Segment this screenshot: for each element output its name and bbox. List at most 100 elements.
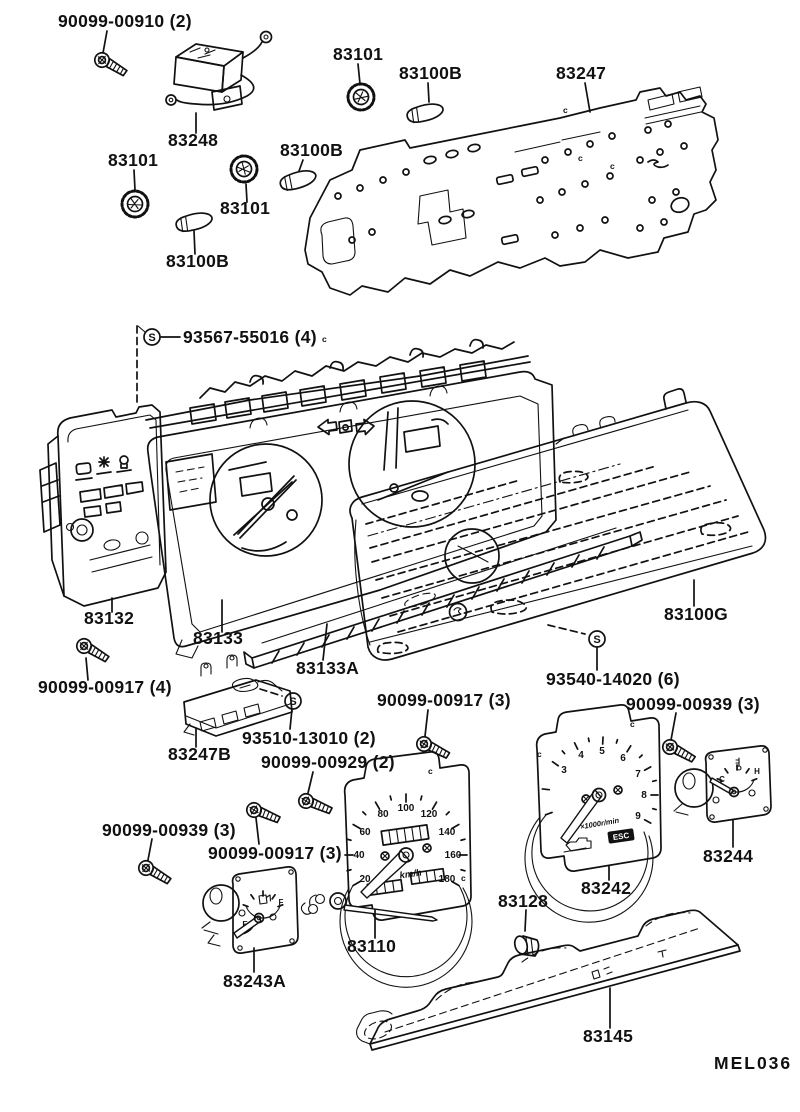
leader <box>133 169 136 191</box>
leader <box>424 709 429 737</box>
reference-marks: c c c c c c c c <box>322 105 635 883</box>
tachometer-83242: 3 4 5 6 7 8 9 ×1000r/min ESC <box>524 704 662 923</box>
screw-icon <box>296 791 335 816</box>
ref-mark: c <box>630 719 635 729</box>
speedo-number: 80 <box>377 809 389 820</box>
speedo-number: 160 <box>445 850 462 861</box>
screw-icon <box>135 857 175 886</box>
leader <box>524 909 527 932</box>
part-label: 90099-00917 (4) <box>38 677 172 697</box>
part-label: 83243A <box>223 971 286 991</box>
diagram-art: 20 40 60 80 100 120 140 160 180 km/h <box>39 30 772 1051</box>
bracket-83247B <box>183 654 293 737</box>
relay-83248 <box>165 30 273 111</box>
screw-symbol: S <box>143 328 161 346</box>
speedometer-83110: 20 40 60 80 100 120 140 160 180 km/h <box>300 751 473 988</box>
lower-plate-83133A <box>243 527 643 669</box>
dial-post-icon <box>613 785 623 795</box>
temp-cold-letter: C <box>719 775 725 784</box>
temp-hot-letter: H <box>754 767 760 776</box>
leader <box>102 30 108 54</box>
case-connectors <box>79 481 144 518</box>
lens-83100G <box>349 387 767 661</box>
part-label: 83133 <box>193 628 243 648</box>
part-label: 83244 <box>703 846 753 866</box>
fuel-gauge-83243A: F E <box>201 866 299 954</box>
tach-needle <box>560 789 602 844</box>
part-label: 83145 <box>583 1026 633 1046</box>
part-label: 90099-00917 (3) <box>377 690 511 710</box>
part-label: 83247 <box>556 63 606 83</box>
part-label: 93510-13010 (2) <box>242 728 376 748</box>
bulb-socket-83101-icon <box>225 150 263 188</box>
part-label: 83100B <box>399 63 462 83</box>
part-label: 83247B <box>168 744 231 764</box>
leader <box>357 63 361 85</box>
trip-window <box>409 867 446 886</box>
leader-dashed <box>547 624 586 635</box>
fuel-ticks <box>242 890 284 908</box>
bulb-83100B-icon <box>404 100 446 126</box>
speedo-number: 40 <box>353 850 365 861</box>
speedo-number: 60 <box>359 827 371 838</box>
sheet-code: MEL036 <box>714 1053 792 1073</box>
bulb-83100B-icon <box>277 166 319 194</box>
leader <box>307 771 314 794</box>
ref-mark: c <box>322 334 327 344</box>
part-label: 83128 <box>498 891 548 911</box>
leader-dashed <box>259 688 283 697</box>
screw-icon <box>659 736 699 764</box>
leader <box>85 657 89 681</box>
engine-icon <box>563 837 592 853</box>
temp-gauge-83244: C H <box>673 745 772 823</box>
screw-icon <box>73 635 113 664</box>
bulb-83100B-icon <box>173 209 215 235</box>
screw-symbol: S <box>588 630 606 648</box>
bulb-socket-83101-icon <box>343 79 379 115</box>
part-label: 90099-00939 (3) <box>626 694 760 714</box>
tach-badge: ESC <box>607 828 635 844</box>
lower-trim-83145 <box>356 909 741 1051</box>
part-label: 90099-00939 (3) <box>102 820 236 840</box>
circuit-plate-83247 <box>304 86 719 296</box>
svg-text:ESC: ESC <box>612 831 630 842</box>
leader <box>584 82 591 113</box>
bulb-socket-83101-icon <box>120 189 150 219</box>
turn-arrow-icons <box>317 418 375 436</box>
part-label: 90099-00917 (3) <box>208 843 342 863</box>
part-label: 83100B <box>166 251 229 271</box>
part-label: 83248 <box>168 130 218 150</box>
part-label: 93540-14020 (6) <box>546 669 680 689</box>
part-label: 93567-55016 (4) <box>183 327 317 347</box>
leader <box>427 82 430 103</box>
ref-mark: c <box>563 105 568 115</box>
ref-mark: c <box>578 153 583 163</box>
dial-post-icon <box>422 843 432 853</box>
part-label: 83101 <box>220 198 270 218</box>
part-label: 83101 <box>108 150 158 170</box>
ref-mark: c <box>428 766 433 776</box>
screw-symbol-letter: S <box>148 332 155 344</box>
part-label: 83100G <box>664 604 728 624</box>
part-label: 90099-00929 (2) <box>261 752 395 772</box>
tach-number: 6 <box>620 753 626 764</box>
tach-number: 8 <box>641 790 647 801</box>
tach-number: 4 <box>578 750 584 761</box>
speedo-needle <box>360 850 410 899</box>
leader-lines <box>85 30 734 1029</box>
gauge-housing-83133 <box>146 370 557 659</box>
leader <box>289 708 293 730</box>
part-label: 83101 <box>333 44 383 64</box>
leader <box>193 230 196 255</box>
part-label: 83133A <box>296 658 359 678</box>
needle-assembly <box>300 892 438 922</box>
speedo-number: 100 <box>398 803 415 814</box>
part-label: 83242 <box>581 878 631 898</box>
speedo-number: 180 <box>439 874 456 885</box>
screw-icon <box>91 49 131 78</box>
fuel-full-letter: F <box>279 898 284 907</box>
tach-number: 3 <box>561 765 567 776</box>
tach-number: 9 <box>635 811 641 822</box>
